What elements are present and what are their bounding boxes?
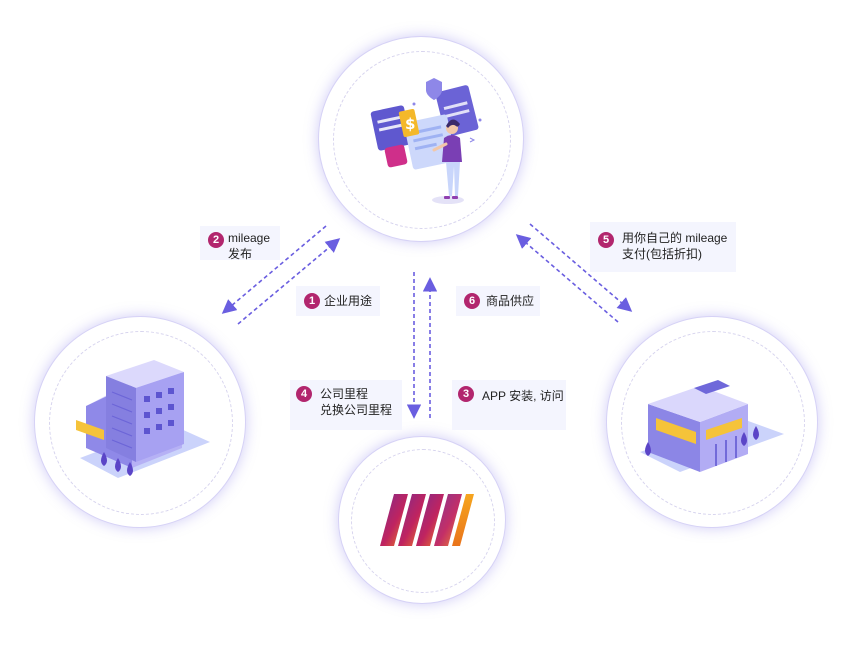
step-2-line1: mileage bbox=[228, 231, 271, 245]
app-logo-icon bbox=[380, 494, 474, 546]
svg-text:$: $ bbox=[405, 115, 415, 133]
store-building-icon bbox=[640, 380, 784, 472]
step-1-text: 企业用途 bbox=[324, 294, 373, 308]
step-4-label: 4 公司里程 兑换公司里程 bbox=[290, 380, 402, 430]
circle-company bbox=[34, 316, 246, 528]
arrow-company-use bbox=[237, 238, 341, 325]
step-3-label: 3 APP 安装, 访问 bbox=[452, 380, 566, 430]
circle-app bbox=[338, 436, 506, 604]
step-1-label: 1 企业用途 bbox=[296, 286, 380, 316]
step-2-badge: 2 bbox=[208, 232, 224, 248]
step-5-badge: 5 bbox=[598, 232, 614, 248]
step-4-line1: 公司里程 bbox=[320, 387, 369, 401]
step-3-text: APP 安装, 访问 bbox=[482, 389, 564, 403]
step-5-label: 5 用你自己的 mileage 支付(包括折扣) bbox=[590, 222, 736, 272]
step-1-badge: 1 bbox=[304, 293, 320, 309]
arrow-pay-mileage bbox=[529, 223, 633, 312]
step-2-line2: 发布 bbox=[228, 247, 253, 261]
arrow-issue-mileage bbox=[221, 225, 327, 314]
office-building-icon bbox=[76, 360, 210, 478]
step-5-line1: 用你自己的 mileage bbox=[622, 231, 728, 245]
step-5-line2: 支付(包括折扣) bbox=[622, 247, 702, 261]
step-6-badge: 6 bbox=[464, 293, 480, 309]
step-2-label: 2 mileage 发布 bbox=[200, 226, 280, 261]
step-3-badge: 3 bbox=[458, 386, 474, 402]
step-6-text: 商品供应 bbox=[486, 294, 535, 308]
step-4-badge: 4 bbox=[296, 386, 312, 402]
step-6-label: 6 商品供应 bbox=[456, 286, 540, 316]
person-with-payment-cards-icon: $ bbox=[370, 78, 482, 204]
step-4-line2: 兑换公司里程 bbox=[320, 403, 393, 417]
arrow-supply-goods bbox=[515, 234, 619, 323]
